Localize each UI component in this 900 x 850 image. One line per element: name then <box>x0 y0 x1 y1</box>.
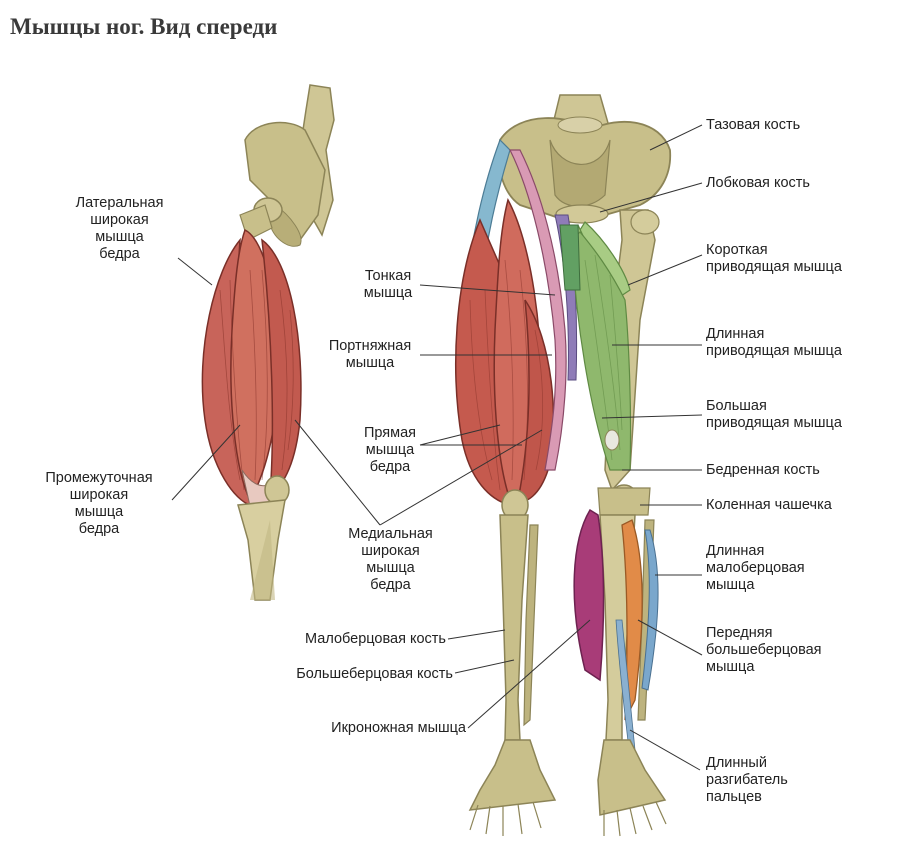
label-adductor-brevis: Короткая приводящая мышца <box>706 242 842 275</box>
page-title: Мышцы ног. Вид спереди <box>10 14 278 39</box>
right-left-fibula <box>523 524 539 727</box>
label-pelvic-bone: Тазовая кость <box>706 117 801 133</box>
right-medial-vastus <box>517 299 555 502</box>
label-gastrocnemius: Икроножная мышца <box>331 720 466 736</box>
label-extensor-digitorum: Длинный разгибатель пальцев <box>706 755 788 805</box>
label-medial-vastus: Медиальная широкая мышца бедра <box>348 526 433 593</box>
label-tibialis-anterior: Передняя большеберцовая мышца <box>706 625 822 675</box>
right-gastrocnemius <box>573 508 605 682</box>
label-adductor-magnus: Большая приводящая мышца <box>706 398 842 431</box>
leader-lines <box>171 124 703 771</box>
right-left-foot <box>468 739 557 811</box>
label-tibia: Большеберцовая кость <box>296 666 453 682</box>
label-gracilis: Тонкая мышца <box>363 268 413 301</box>
label-patella: Коленная чашечка <box>706 497 832 513</box>
label-femur: Бедренная кость <box>706 462 820 478</box>
label-fibula: Малоберцовая кость <box>305 631 446 647</box>
right-figure-legs <box>455 94 672 837</box>
label-rectus-femoris: Прямая мышца бедра <box>363 425 417 475</box>
label-adductor-longus: Длинная приводящая мышца <box>706 326 842 359</box>
left-medial-vastus <box>261 238 302 497</box>
left-figure-thigh <box>201 84 335 601</box>
right-foot <box>597 739 667 816</box>
label-intermediate-vastus: Промежуточная широкая мышца бедра <box>45 470 153 537</box>
label-sartorius: Портняжная мышца <box>328 338 412 371</box>
right-peroneus-longus <box>641 529 659 691</box>
label-lateral-vastus: Латеральная широкая мышца бедра <box>75 195 164 262</box>
label-peroneus-longus: Длинная малоберцовая мышца <box>706 543 805 593</box>
right-sartorius <box>509 149 567 471</box>
label-pubic-bone: Лобковая кость <box>706 175 810 191</box>
